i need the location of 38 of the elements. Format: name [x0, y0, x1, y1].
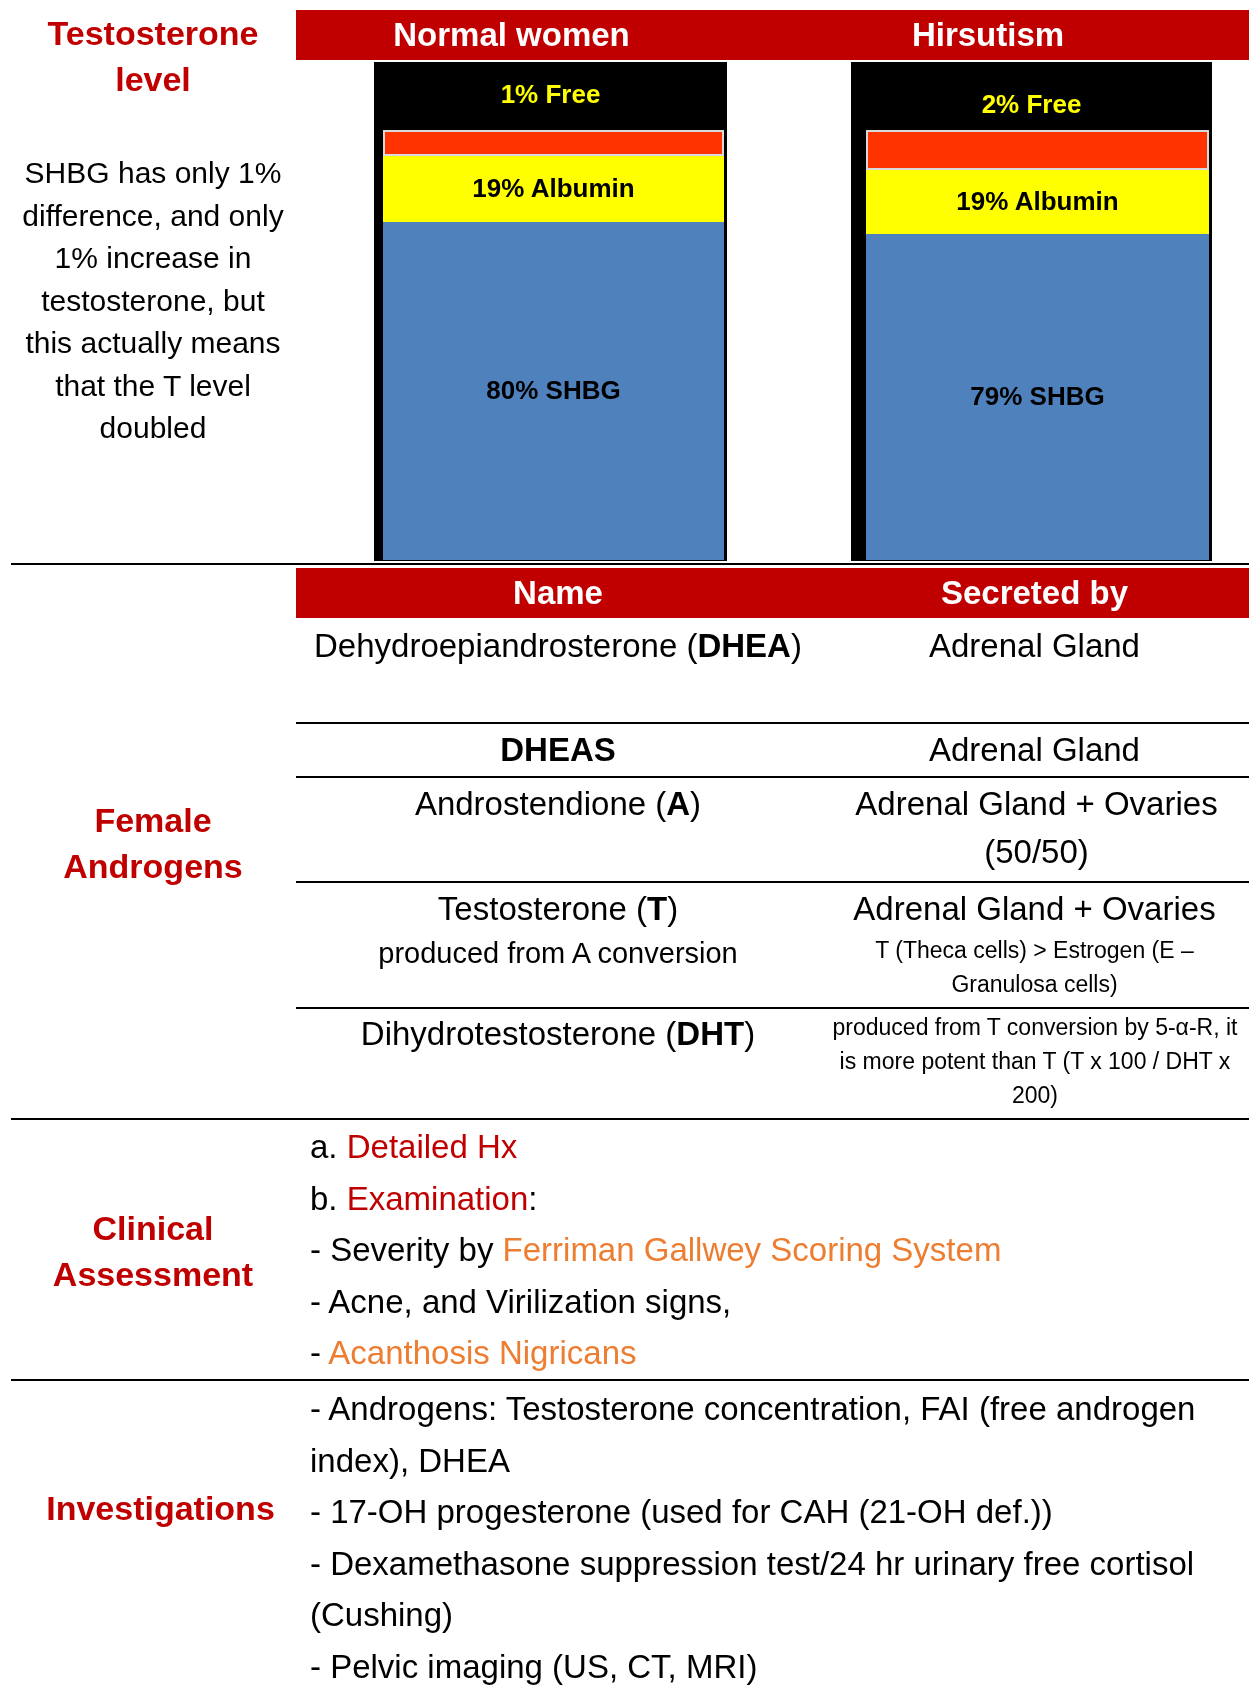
bar-segment: 19% Albumin: [383, 156, 724, 222]
column-header: Hirsutism: [727, 10, 1249, 60]
column-header: Normal women: [296, 10, 727, 60]
column-header: Secreted by: [820, 568, 1249, 618]
table-text: Adrenal Gland: [929, 730, 1140, 770]
list-item: - Dexamethasone suppression test/24 hr urinary free cortisol (Cushing): [310, 1543, 1196, 1635]
list-item: - 17-OH progesterone (used for CAH (21-OH def.)): [310, 1492, 1054, 1532]
list-item: - Androgens: Testosterone concentration, FAI (free androgen index), DHEA: [310, 1389, 1197, 1481]
bar-segment: 19% Albumin: [866, 170, 1209, 234]
list-item: - Acanthosis Nigricans: [310, 1333, 638, 1373]
table-text: Testosterone (T): [437, 889, 679, 929]
row-heading: Testosterone level: [46, 13, 260, 100]
note-text: SHBG has only 1% difference, and only 1% increase in testosterone, but this actually means that the T level doubled: [21, 155, 285, 446]
bar-segment: [866, 130, 1209, 170]
stacked-bar: 2% Free 19% Albumin 79% SHBG: [851, 62, 1212, 561]
table-text: Adrenal Gland + Ovaries (50/50): [854, 784, 1219, 872]
list-item: - Pelvic imaging (US, CT, MRI): [310, 1646, 759, 1686]
table-text: produced from A conversion: [378, 936, 738, 971]
column-header: Name: [296, 568, 820, 618]
list-item: - Acne, and Virilization signs,: [310, 1281, 733, 1322]
bar-segment: 80% SHBG: [383, 222, 724, 560]
list-item: b. Examination:: [310, 1178, 539, 1219]
bar-segment: 79% SHBG: [866, 234, 1209, 560]
table-text: Adrenal Gland + Ovaries: [853, 889, 1216, 929]
row-heading: Clinical Assessment: [51, 1207, 255, 1295]
table-text: Androstendione (A): [414, 784, 702, 824]
row-heading: Female Androgens: [62, 800, 244, 887]
table-text: Adrenal Gland: [929, 626, 1140, 666]
table-text: DHEAS: [500, 730, 616, 770]
list-item: - Severity by Ferriman Gallwey Scoring System: [310, 1230, 1003, 1270]
table-text: Dihydrotestosterone (DHT): [360, 1014, 756, 1054]
table-text: Dehydroepiandrosterone (DHEA): [314, 626, 802, 666]
list-item: a. Detailed Hx: [310, 1127, 519, 1167]
table-text: produced from T conversion by 5-α-R, it is more potent than T (T x 100 / DHT x 200): [831, 1013, 1239, 1110]
bar-segment: [383, 130, 724, 156]
table-text: T (Theca cells) > Estrogen (E – Granulosa cells): [874, 936, 1195, 999]
row-heading: Investigations: [46, 1488, 275, 1529]
stacked-bar: 1% Free 19% Albumin 80% SHBG: [374, 62, 727, 561]
